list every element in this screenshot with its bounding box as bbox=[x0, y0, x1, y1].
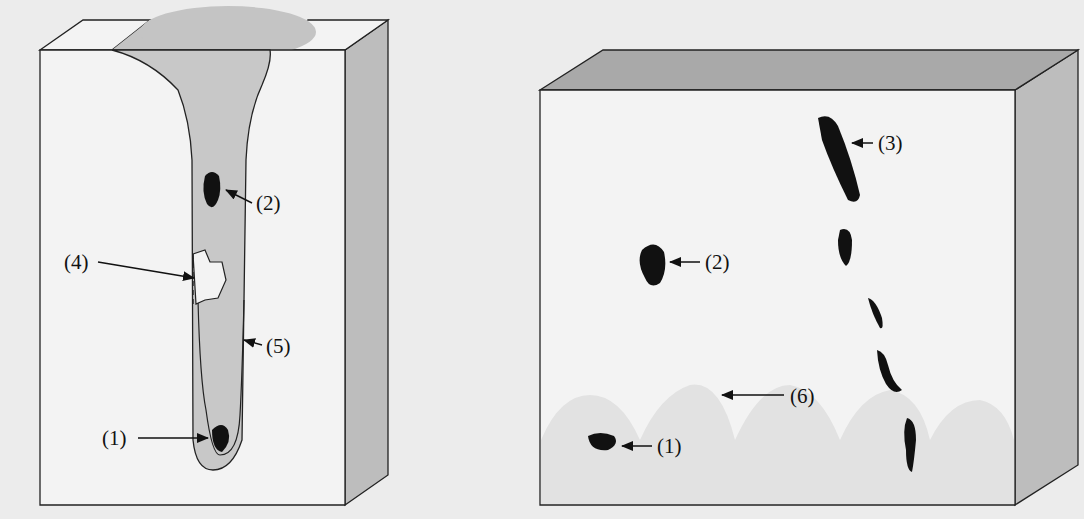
callout-number: (3) bbox=[876, 132, 905, 155]
callout-number: (4) bbox=[62, 251, 91, 274]
callout-number: (1) bbox=[655, 435, 684, 458]
left-block bbox=[40, 6, 388, 505]
inclusion-blob bbox=[212, 425, 229, 452]
callout-number: (2) bbox=[254, 192, 283, 215]
callout-number: (5) bbox=[264, 335, 293, 358]
porosity-blob bbox=[203, 172, 220, 207]
right-block bbox=[540, 50, 1078, 505]
defects bbox=[588, 116, 916, 472]
root-pass-zone bbox=[541, 385, 1014, 504]
leader-lines bbox=[98, 190, 262, 438]
callout-number: (6) bbox=[788, 385, 817, 408]
leader-lines bbox=[622, 143, 873, 446]
callout-number: (2) bbox=[703, 251, 732, 274]
callout-number: (1) bbox=[100, 427, 129, 450]
